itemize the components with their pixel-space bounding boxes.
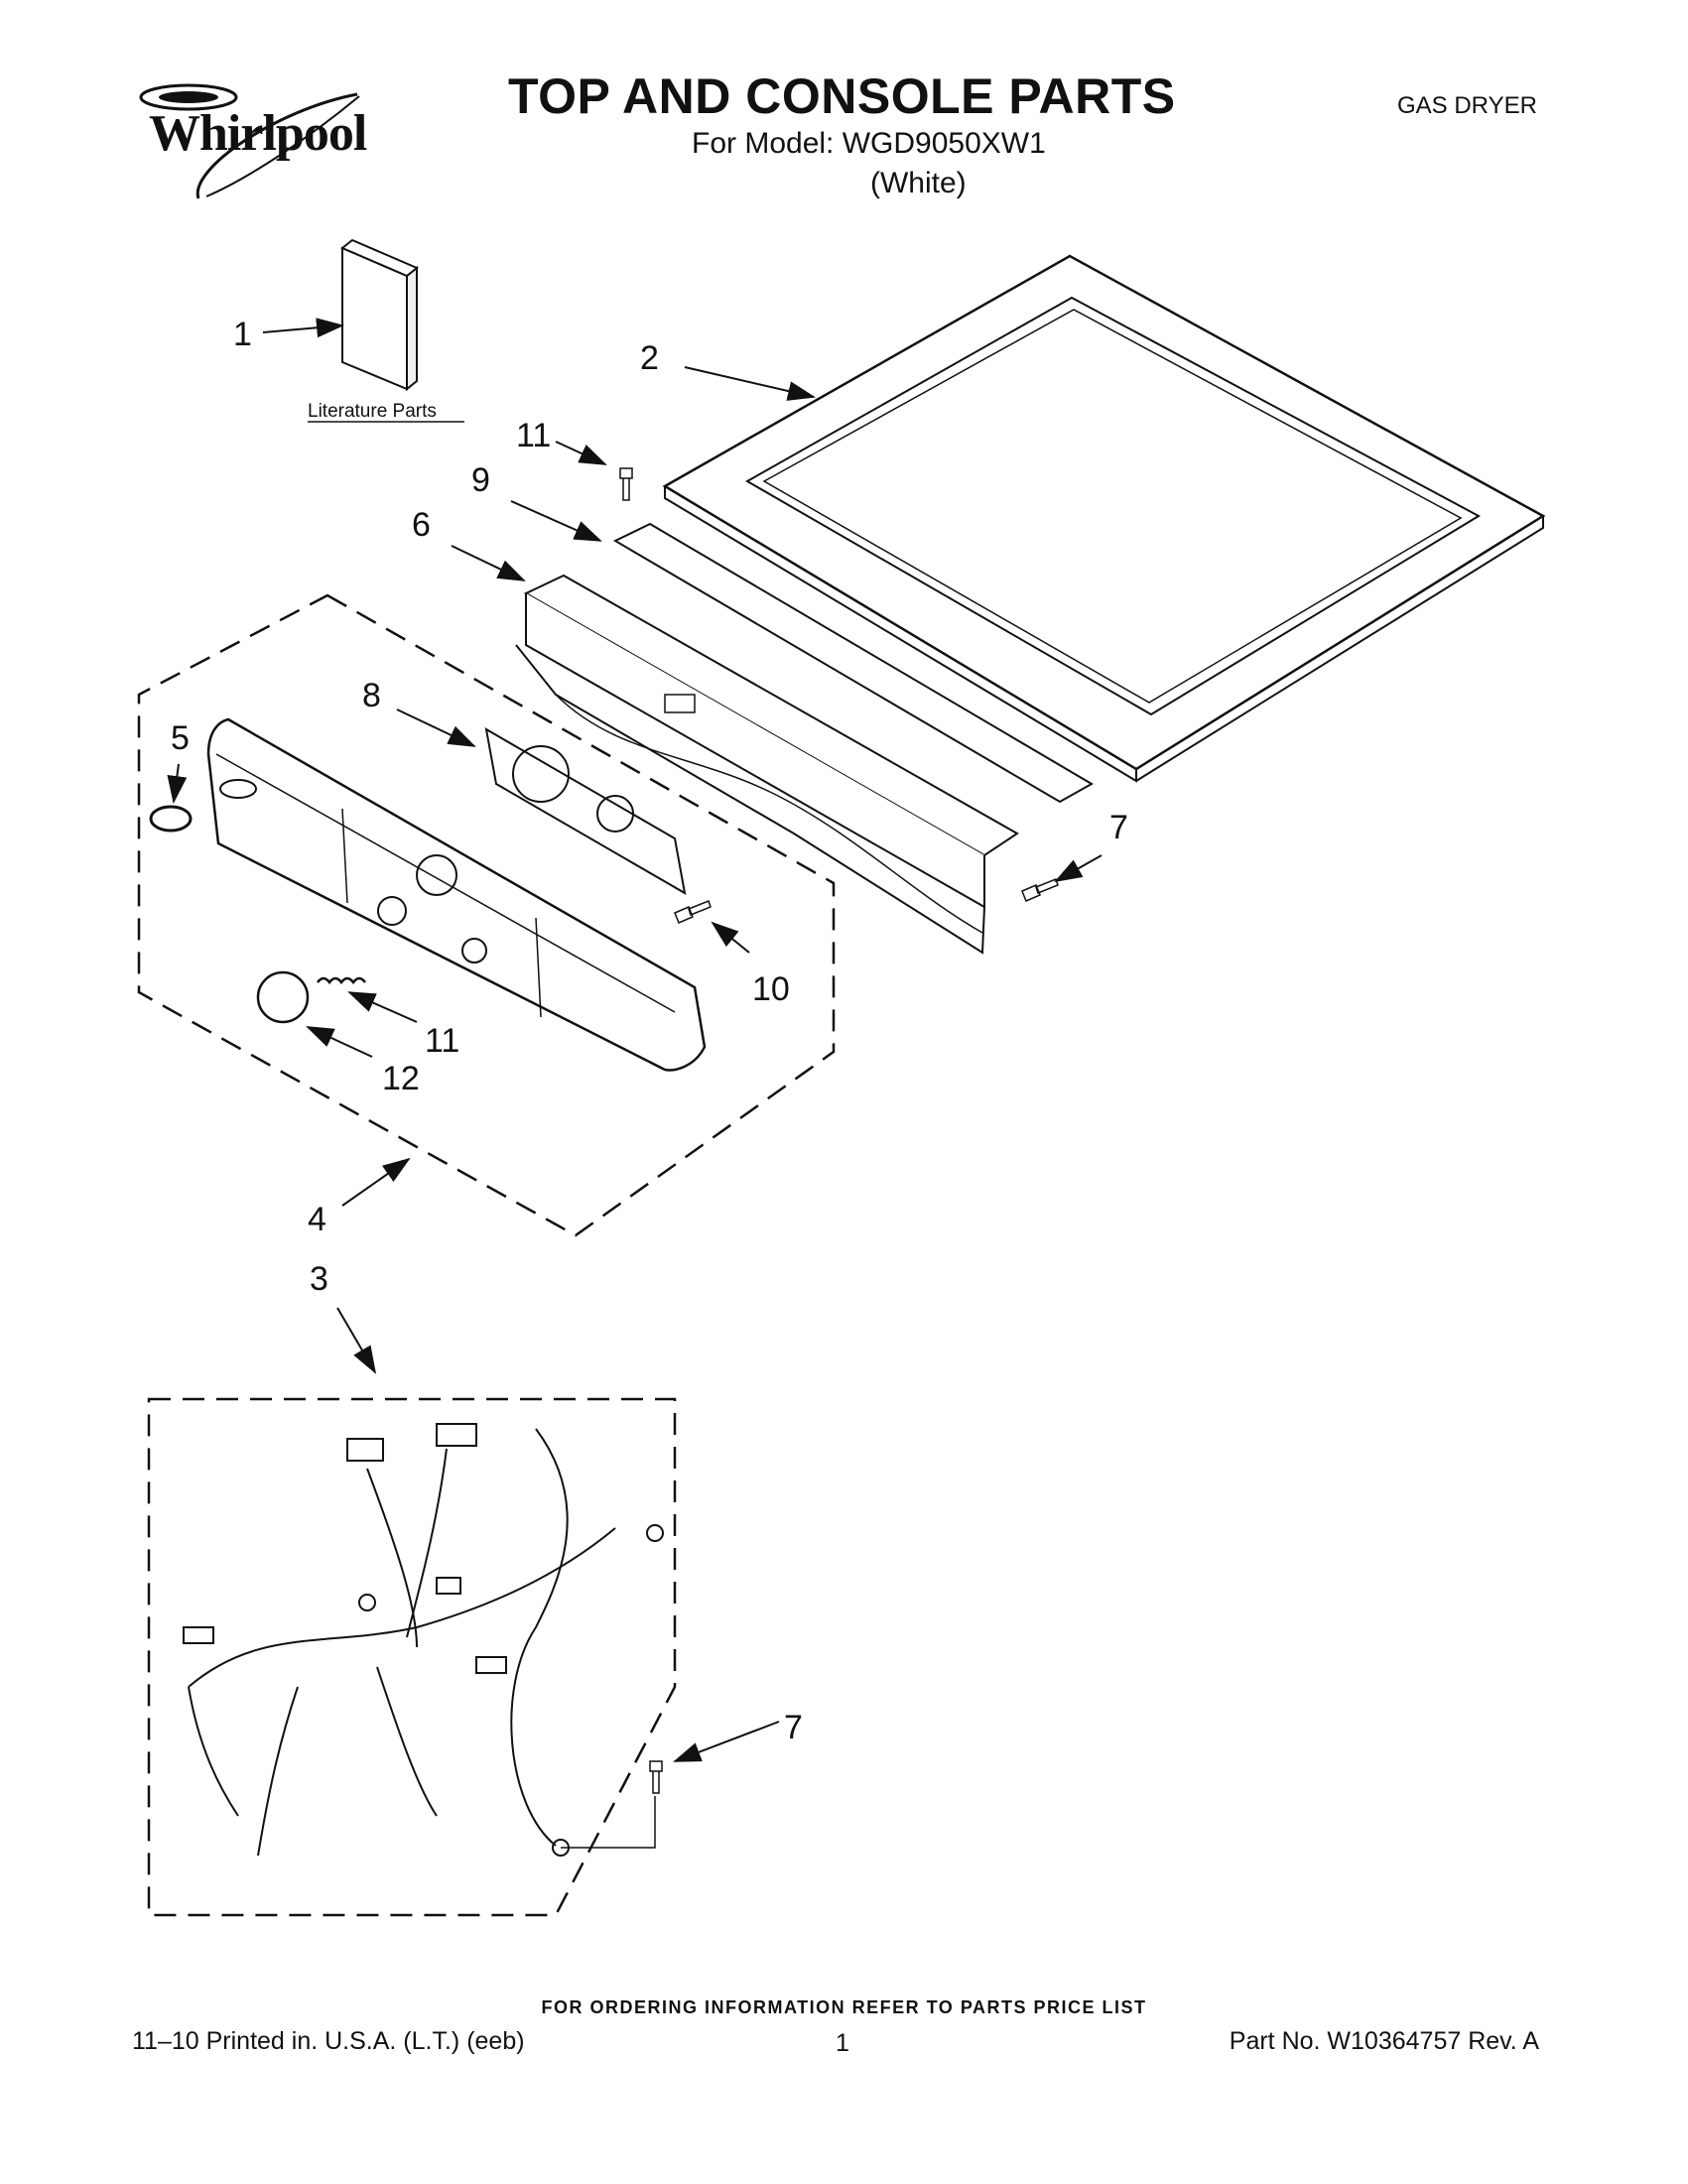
callout-6: 6	[412, 506, 431, 544]
callout-10: 10	[752, 970, 790, 1008]
console-assembly-group	[137, 593, 836, 1237]
wire-harness-group	[147, 1397, 677, 1917]
callout-2: 2	[640, 339, 659, 377]
callout-5: 5	[171, 719, 190, 757]
callout-4: 4	[308, 1201, 326, 1238]
part-number: Part No. W10364757 Rev. A	[1229, 2027, 1539, 2055]
ordering-note: FOR ORDERING INFORMATION REFER TO PARTS …	[541, 1997, 1147, 2017]
print-info: 11–10 Printed in. U.S.A. (L.T.) (eeb)	[132, 2027, 525, 2055]
literature-booklet: Literature Parts	[308, 238, 464, 423]
color-variant: (White)	[870, 167, 967, 199]
callout-numbers: 1 2 11 9 6 8 5 7 10 11 12 4 3 7	[171, 316, 1128, 1746]
model-line: For Model: WGD9050XW1	[692, 127, 1046, 160]
appliance-type: GAS DRYER	[1397, 92, 1537, 119]
leader-arrows	[167, 318, 1103, 1762]
callout-11-spring: 11	[425, 1022, 459, 1060]
literature-parts-label: Literature Parts	[308, 401, 437, 422]
dryer-top-panel	[662, 254, 1546, 783]
brand-wordmark: Whirlpool	[149, 105, 367, 162]
screw-icons	[619, 467, 1059, 1794]
callout-7-bottom: 7	[784, 1709, 803, 1746]
console-brackets	[515, 522, 1095, 955]
callout-9: 9	[471, 461, 490, 499]
callout-3: 3	[310, 1260, 328, 1298]
callout-12: 12	[382, 1060, 420, 1097]
page-title: TOP AND CONSOLE PARTS	[508, 68, 1176, 124]
logo-swoosh-icon	[139, 83, 360, 199]
callout-11-screw: 11	[516, 417, 551, 454]
callout-7-top: 7	[1109, 809, 1128, 846]
callout-1: 1	[233, 316, 252, 353]
callout-8: 8	[362, 677, 381, 714]
page-number: 1	[836, 2029, 849, 2057]
